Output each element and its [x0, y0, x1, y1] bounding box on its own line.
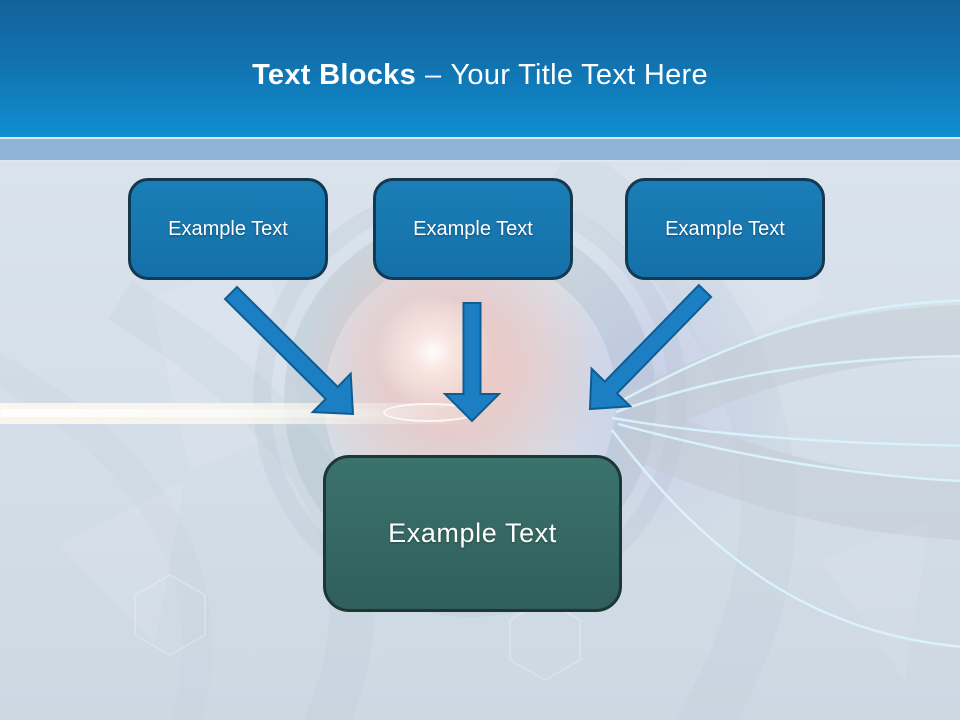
- text-box-1: Example Text: [128, 178, 328, 280]
- title-separator: –: [425, 59, 442, 91]
- arrow-diagonal-down-left-icon: [588, 283, 713, 411]
- center-text-box: Example Text: [323, 455, 622, 612]
- cyan-filaments: [611, 299, 960, 648]
- page-title: Text Blocks–Your Title Text Here: [252, 59, 708, 92]
- slide-header: Text Blocks–Your Title Text Here: [0, 0, 960, 137]
- text-box-2-label: Example Text: [413, 217, 533, 240]
- nucleus-core: [375, 294, 491, 410]
- swoosh-bands: [615, 304, 960, 541]
- title-regular-text: Your Title Text Here: [450, 59, 708, 91]
- text-box-2: Example Text: [373, 178, 573, 280]
- header-hairline: [0, 137, 960, 139]
- text-box-1-label: Example Text: [168, 217, 288, 240]
- center-text-box-label: Example Text: [388, 518, 557, 548]
- band-hairline: [0, 160, 960, 162]
- arrow-diagonal-down-right-icon: [223, 285, 355, 416]
- title-bold-text: Text Blocks: [252, 59, 416, 91]
- text-box-3: Example Text: [625, 178, 825, 280]
- arrow-down-icon: [442, 302, 502, 423]
- header-band: [0, 139, 960, 160]
- text-box-3-label: Example Text: [665, 217, 785, 240]
- light-beam: [0, 403, 480, 424]
